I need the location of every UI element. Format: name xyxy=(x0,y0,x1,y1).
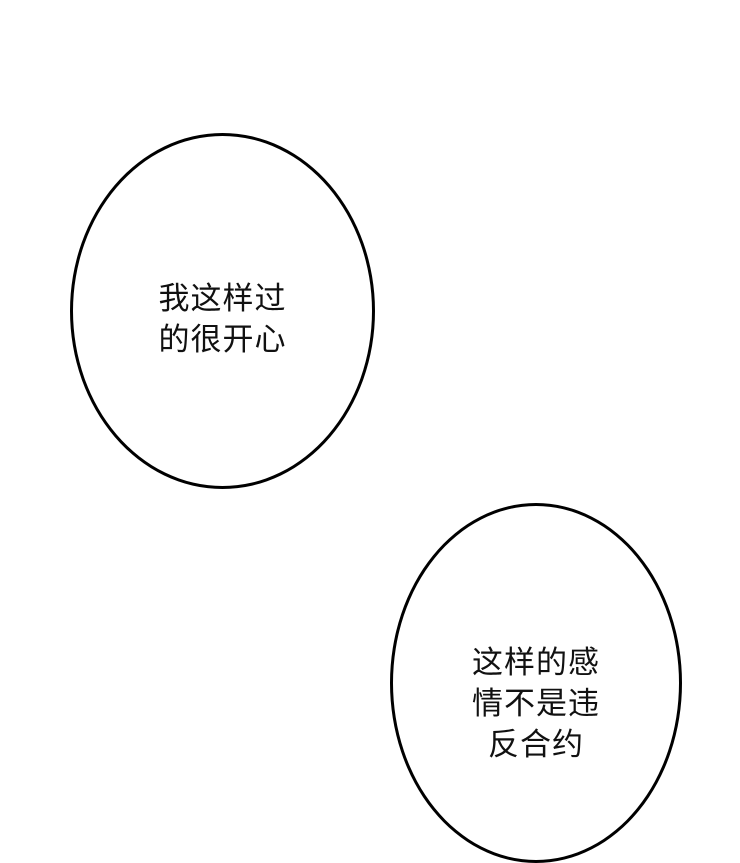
speech-line: 的很开心 xyxy=(158,322,287,358)
speech-bubble-2: 这样的感 情不是违 反合约 xyxy=(390,503,682,863)
speech-line: 反合约 xyxy=(488,727,584,763)
speech-bubble-1-text: 我这样过 的很开心 xyxy=(73,279,372,361)
speech-line: 情不是违 xyxy=(472,686,600,722)
speech-line: 我这样过 xyxy=(158,281,287,317)
speech-line: 这样的感 xyxy=(472,645,600,681)
speech-bubble-1: 我这样过 的很开心 xyxy=(70,133,375,489)
comic-panel: 我这样过 的很开心 这样的感 情不是违 反合约 xyxy=(70,133,682,863)
speech-bubble-2-text: 这样的感 情不是违 反合约 xyxy=(393,643,679,766)
